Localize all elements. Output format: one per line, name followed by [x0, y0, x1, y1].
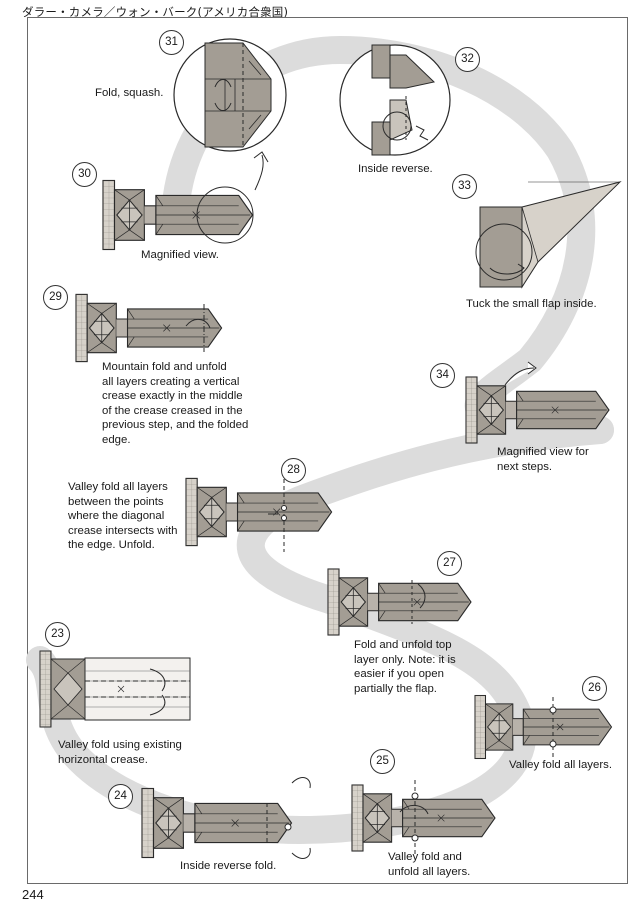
model-step-28 [185, 472, 333, 552]
magnify-arrow-icon [253, 151, 269, 191]
page-header: ダラー・カメラ／ウォン・バーク(アメリカ合衆国) [22, 5, 289, 19]
step-number-26: 26 [582, 676, 607, 701]
step-number-33: 33 [452, 174, 477, 199]
caption-step-27: Fold and unfold top layer only. Note: it… [354, 639, 456, 695]
step-number-29: 29 [43, 285, 68, 310]
caption-step-29: Mountain fold and unfold all layers crea… [102, 361, 249, 446]
step-number-23: 23 [45, 622, 70, 647]
model-step-27 [327, 568, 472, 636]
magnify-arrow-icon-34 [504, 361, 537, 386]
model-step-32 [371, 44, 436, 156]
step-number-31: 31 [159, 30, 184, 55]
caption-step-33: Tuck the small flap inside. [466, 298, 597, 310]
step-number-27: 27 [437, 551, 462, 576]
magnify-circle-30 [196, 186, 254, 244]
caption-step-23: Valley fold using existing horizontal cr… [58, 739, 182, 766]
caption-step-24: Inside reverse fold. [180, 860, 277, 872]
step-number-28: 28 [281, 458, 306, 483]
step-number-24: 24 [108, 784, 133, 809]
model-step-23 [39, 650, 191, 728]
caption-step-31: Fold, squash. [95, 87, 164, 99]
caption-step-25: Valley fold and unfold all layers. [388, 851, 471, 878]
step-number-32: 32 [455, 47, 480, 72]
model-step-26 [474, 694, 613, 760]
caption-step-32: Inside reverse. [358, 163, 433, 175]
model-step-29 [75, 293, 223, 363]
model-step-24 [141, 777, 311, 859]
step-number-25: 25 [370, 749, 395, 774]
step-number-34: 34 [430, 363, 455, 388]
caption-step-30: Magnified view. [141, 249, 219, 261]
model-step-33 [475, 181, 622, 289]
model-step-31 [204, 42, 272, 148]
model-step-25 [351, 780, 496, 856]
diagram-frame [27, 17, 628, 884]
page-number: 244 [22, 887, 44, 902]
caption-step-28: Valley fold all layers between the point… [68, 481, 178, 551]
caption-step-34: Magnified view for next steps. [497, 446, 589, 473]
step-number-30: 30 [72, 162, 97, 187]
caption-step-26: Valley fold all layers. [509, 759, 612, 771]
